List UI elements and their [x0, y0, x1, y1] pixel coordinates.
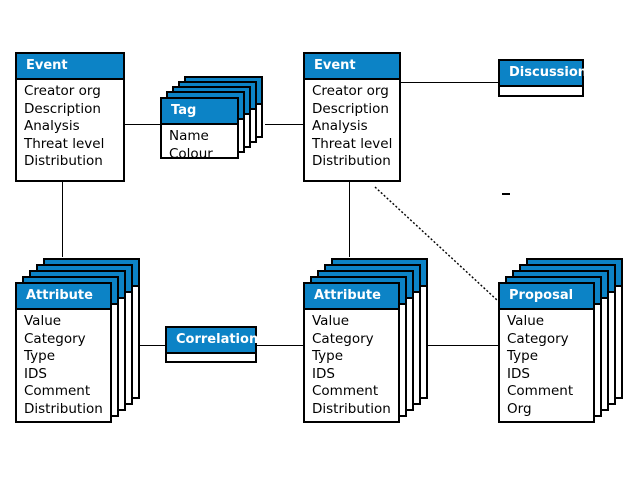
attribute-row: Org [507, 400, 532, 417]
node-attribute-list: Value Category Type IDS Comment Org [500, 310, 593, 422]
connector-attribute-right-to-proposal [413, 345, 498, 346]
attribute-row: Creator org [24, 83, 101, 99]
attribute-row: Distribution [24, 153, 103, 170]
attribute-row: Distribution [312, 400, 391, 417]
connector-event-left-to-attribute-left [62, 182, 63, 257]
node-proposal[interactable]: Proposal Value Category Type IDS Comment… [498, 258, 623, 423]
node-attribute-right[interactable]: Attribute Value Category Type IDS Commen… [303, 258, 428, 423]
node-title: Event [17, 54, 123, 80]
node-correlation[interactable]: Correlation [165, 326, 258, 365]
connector-attribute-left-to-correlation [127, 345, 165, 346]
node-attribute-left[interactable]: Attribute Value Category Type IDS Commen… [15, 258, 140, 423]
attribute-row: Value [312, 313, 350, 329]
attribute-row: Value [507, 313, 545, 329]
connector-event-right-to-discussion [401, 82, 499, 83]
node-attribute-list: Creator org Description Analysis Threat … [17, 80, 123, 174]
attribute-row: Creator org [312, 83, 389, 99]
attribute-row: Comment [312, 383, 379, 400]
connector-event-left-to-tag [125, 124, 161, 125]
node-title: Correlation [167, 328, 258, 354]
attribute-row: Category [312, 330, 374, 347]
node-tag[interactable]: Tag Name Colour [160, 76, 266, 162]
attribute-row: Category [24, 330, 86, 347]
connector-correlation-to-attribute-right [257, 345, 303, 346]
attribute-row: Value [24, 313, 62, 329]
attribute-row: Analysis [312, 118, 368, 135]
node-attribute-list: Creator org Description Analysis Threat … [305, 80, 399, 174]
node-title: Attribute [305, 284, 398, 310]
attribute-row: Threat level [24, 135, 105, 152]
node-discussion[interactable]: Discussion [498, 59, 587, 99]
attribute-row: Analysis [24, 118, 80, 135]
attribute-row: Description [312, 100, 389, 117]
attribute-row: Type [312, 348, 344, 365]
attribute-row: IDS [312, 365, 335, 382]
node-title: Tag [162, 99, 237, 125]
node-title: Attribute [17, 284, 110, 310]
connector-tag-to-event-right [265, 124, 304, 125]
node-attribute-list: Name Colour [162, 125, 237, 166]
attribute-row: Category [507, 330, 569, 347]
stray-dash-mark [502, 193, 510, 195]
node-title: Proposal [500, 284, 593, 310]
node-title: Discussion [500, 61, 587, 87]
attribute-row: Type [507, 348, 539, 365]
attribute-row: Threat level [312, 135, 393, 152]
attribute-row: Comment [24, 383, 91, 400]
connector-event-right-to-attribute-right [349, 182, 350, 257]
attribute-row: Name [169, 128, 209, 144]
attribute-row: IDS [507, 365, 530, 382]
attribute-row: Distribution [312, 153, 391, 170]
node-attribute-list [167, 354, 255, 365]
attribute-row: Type [24, 348, 56, 365]
node-title: Event [305, 54, 399, 80]
attribute-row: Colour [169, 145, 213, 162]
attribute-row: IDS [24, 365, 47, 382]
node-event-right[interactable]: Event Creator org Description Analysis T… [303, 52, 401, 182]
node-attribute-list: Value Category Type IDS Comment Distribu… [17, 310, 110, 422]
node-attribute-list [500, 87, 582, 99]
attribute-row: Distribution [24, 400, 103, 417]
attribute-row: Comment [507, 383, 574, 400]
attribute-row: Description [24, 100, 101, 117]
node-attribute-list: Value Category Type IDS Comment Distribu… [305, 310, 398, 422]
node-event-left[interactable]: Event Creator org Description Analysis T… [15, 52, 125, 182]
